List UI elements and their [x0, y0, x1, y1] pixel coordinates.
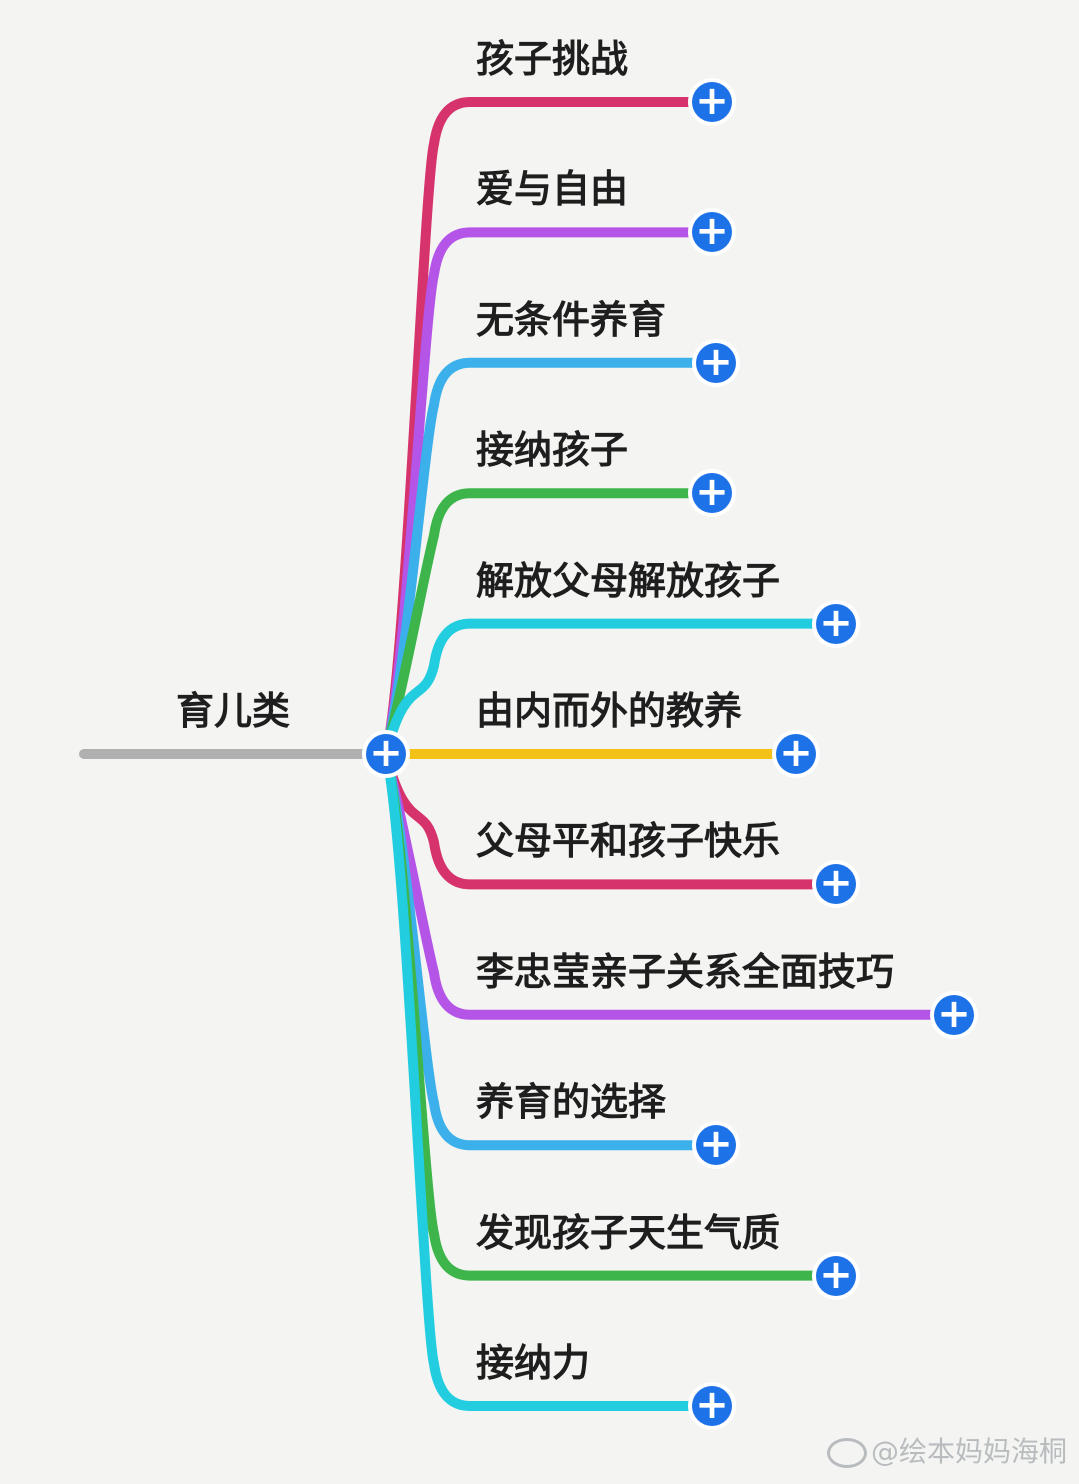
branch-expand-button-11[interactable]: [688, 1382, 736, 1430]
branch-label-9: 养育的选择: [476, 1080, 667, 1125]
branch-expand-button-10[interactable]: [812, 1251, 860, 1300]
branch-label-2: 爱与自由: [476, 167, 629, 212]
branch-expand-button-8[interactable]: [930, 990, 978, 1039]
branch-label-10: 发现孩子天生气质: [476, 1210, 781, 1255]
weibo-icon: [826, 1438, 867, 1468]
branch-label-5: 解放父母解放孩子: [476, 558, 781, 603]
branch-label-3: 无条件养育: [476, 297, 667, 342]
branch-expand-button-5[interactable]: [812, 599, 860, 648]
branch-connector-11: [381, 749, 717, 1411]
branch-expand-button-3[interactable]: [692, 338, 740, 387]
branch-expand-button-7[interactable]: [812, 860, 860, 909]
branch-connector-7: [381, 749, 841, 890]
branch-expand-button-6[interactable]: [772, 730, 820, 778]
branch-label-6: 由内而外的教养: [476, 689, 743, 733]
watermark-text: @绘本妈妈海桐: [870, 1435, 1067, 1468]
branch-label-1: 孩子挑战: [476, 37, 629, 81]
branch-expand-button-4[interactable]: [688, 469, 736, 518]
watermark: @绘本妈妈海桐: [826, 1430, 1067, 1470]
root-expand-button[interactable]: [362, 730, 410, 778]
branch-expand-button-2[interactable]: [688, 208, 736, 257]
branch-label-4: 接纳孩子: [476, 428, 629, 473]
branch-label-7: 父母平和孩子快乐: [476, 819, 781, 864]
branch-expand-button-1[interactable]: [688, 78, 736, 126]
branch-expand-button-9[interactable]: [692, 1121, 740, 1170]
branch-label-8: 李忠莹亲子关系全面技巧: [476, 949, 895, 994]
branch-connector-5: [381, 618, 841, 759]
branch-connector-4: [381, 488, 717, 759]
root-topic-label: 育儿类: [176, 689, 291, 733]
branch-label-11: 接纳力: [476, 1341, 591, 1385]
